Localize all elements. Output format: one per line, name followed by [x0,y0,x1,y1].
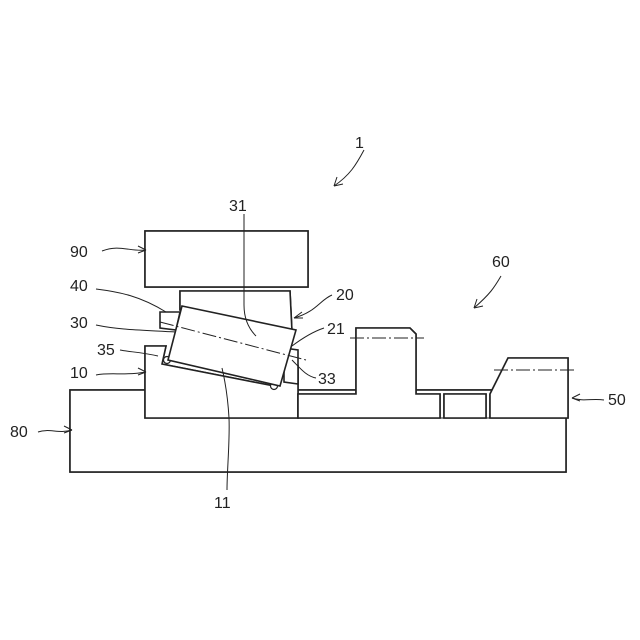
label-outer-raceway: 21 [327,321,345,338]
label-roller-end-large: 35 [97,342,115,359]
label-housing: 90 [70,244,88,261]
label-roller-end-small: 33 [318,371,336,388]
label-roller: 30 [70,315,88,332]
gear-body [298,328,568,418]
label-gear-body: 50 [608,392,626,409]
label-outer-ring: 20 [336,287,354,304]
label-gear-group: 60 [492,254,510,271]
label-assembly: 1 [355,135,364,152]
housing [145,231,308,287]
label-cage: 40 [70,278,88,295]
label-roller-face: 31 [229,198,247,215]
label-inner-ring: 10 [70,365,88,382]
label-base: 80 [10,424,28,441]
label-inner-raceway: 11 [214,495,231,512]
